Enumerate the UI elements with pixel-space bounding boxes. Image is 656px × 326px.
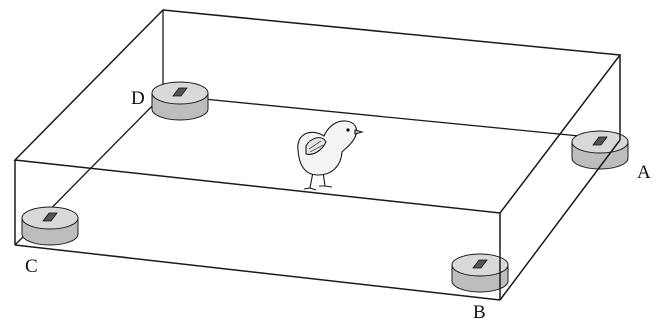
label-c: C: [25, 256, 38, 277]
pad-marker-icon: [472, 259, 488, 269]
chick-icon: [297, 120, 365, 191]
pad-marker-icon: [42, 212, 58, 222]
floor-front-edge: [14, 244, 501, 301]
box-top-face: [13, 9, 622, 214]
floor-back-edge: [162, 94, 621, 141]
pad-marker-icon: [172, 87, 188, 97]
pad-marker-icon: [592, 136, 608, 146]
sensor-pad-c: [21, 206, 79, 246]
label-a: A: [637, 162, 651, 183]
label-b: B: [473, 302, 486, 323]
label-d: D: [131, 88, 145, 109]
box-front-edges: [13, 9, 622, 301]
sensor-pad-d: [151, 81, 209, 121]
sensor-pad-b: [451, 253, 509, 293]
box-back-edges: [14, 10, 621, 246]
floor-right-edge: [499, 139, 621, 301]
